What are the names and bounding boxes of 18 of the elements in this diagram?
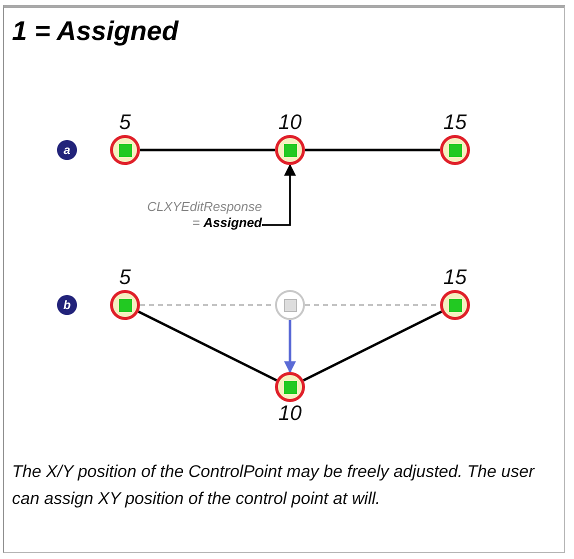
connector-line: [302, 310, 442, 382]
point-value: 15: [443, 266, 467, 290]
connector-line: [138, 310, 278, 382]
point-value: 5: [119, 266, 131, 290]
leader-line: [262, 164, 296, 226]
ghost-control-point: [275, 290, 305, 320]
step-marker: b: [57, 295, 77, 315]
point-value: 10: [278, 402, 302, 426]
step-marker: a: [57, 140, 77, 160]
connector-line: [140, 148, 275, 152]
caption: The X/Y position of the ControlPoint may be freely adjusted. The user can assign XY position of the control point at will.: [12, 461, 536, 510]
connector-line: [305, 148, 440, 152]
connector-line: [284, 320, 296, 374]
title: 1 = Assigned: [12, 16, 178, 47]
point-value: 10: [278, 111, 302, 135]
callout-text: CLXYEditResponse = Assigned: [140, 199, 262, 231]
point-value: 5: [119, 111, 131, 135]
point-value: 15: [443, 111, 467, 135]
